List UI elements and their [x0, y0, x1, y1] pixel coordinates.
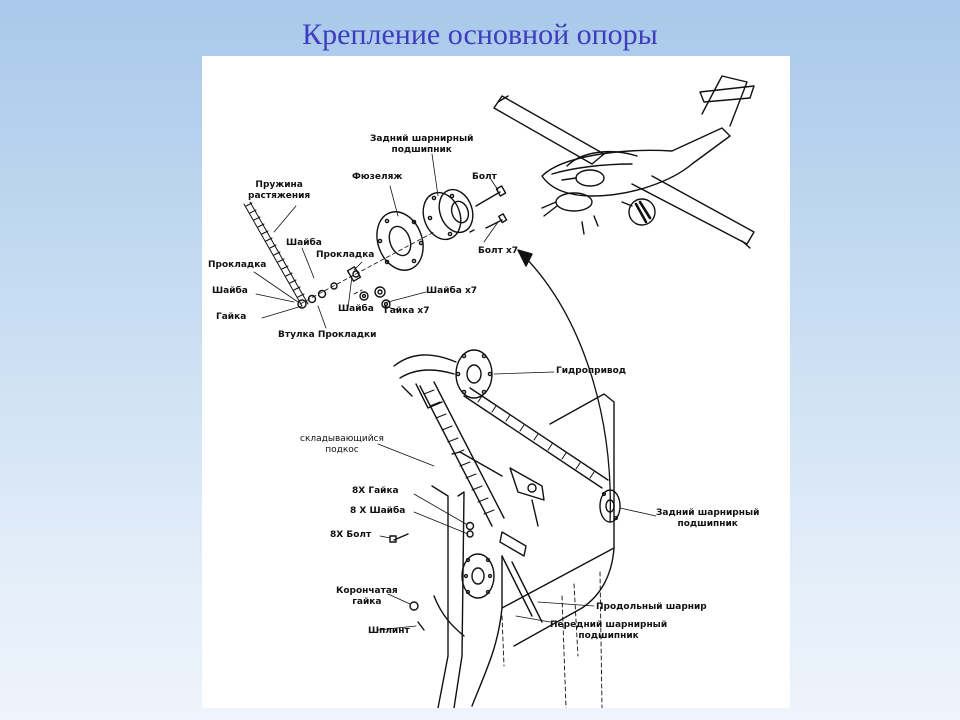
label-sleeve: Втулка Прокладки	[278, 330, 377, 340]
label-hydraulic: Гидропривод	[556, 366, 627, 376]
label-washer-left: Шайба	[212, 286, 248, 296]
diagram-panel: Задний шарнирный подшипник Фюзеляж Болт …	[202, 56, 790, 708]
label-nut-left: Гайка	[216, 312, 247, 322]
label-cotter: Шплинт	[368, 626, 410, 636]
label-bolt-x7: Болт x7	[478, 246, 519, 256]
label-front-bearing: Передний шарнирный подшипник	[550, 620, 668, 641]
label-spring: Пружина растяжения	[248, 180, 311, 201]
label-bolt-top: Болт	[472, 172, 497, 182]
gear-assembly	[389, 349, 621, 708]
label-rear-bearing-top: Задний шарнирный подшипник	[370, 134, 474, 155]
label-washer-top: Шайба	[286, 238, 322, 248]
label-fuselage: Фюзеляж	[352, 172, 403, 182]
label-bolt-8x: 8X Болт	[330, 530, 372, 540]
label-gasket-left: Прокладка	[208, 260, 267, 270]
label-washer-8x: 8 X Шайба	[350, 506, 406, 516]
label-gasket-mid: Прокладка	[316, 250, 375, 260]
label-castle-nut: Корончатая гайка	[336, 586, 398, 607]
label-folding-strut: складывающийся подкос	[300, 434, 384, 455]
label-nut-x7: Гайка x7	[384, 306, 430, 316]
landing-gear-diagram	[243, 75, 755, 708]
label-washer-x7: Шайба x7	[426, 286, 478, 296]
label-longitudinal-hinge: Продольный шарнир	[596, 602, 707, 612]
exploded-parts	[243, 185, 508, 309]
aircraft-drawing	[493, 75, 755, 249]
slide-title: Крепление основной опоры	[302, 18, 658, 51]
label-nut-8x: 8X Гайка	[352, 486, 399, 496]
label-washer-mid: Шайба	[338, 304, 374, 314]
label-rear-bearing-bottom: Задний шарнирный подшипник	[656, 508, 760, 529]
